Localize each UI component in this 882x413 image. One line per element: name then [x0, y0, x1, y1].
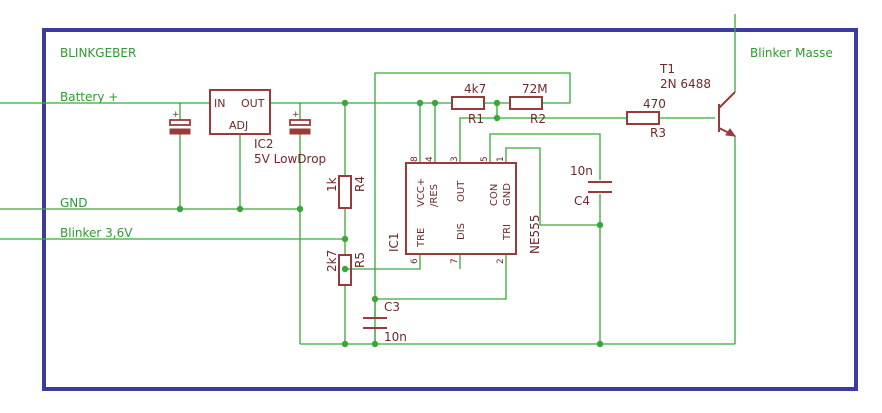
ic1-pin-out: OUT — [456, 180, 467, 202]
ic2-ref: IC2 — [254, 137, 274, 151]
ic2-pin-in: IN — [214, 97, 225, 110]
cap-right-plate-top — [289, 119, 311, 126]
junction-dot — [493, 114, 501, 122]
junction-dot — [371, 340, 379, 348]
ic1-pin-dis: DIS — [456, 223, 467, 240]
blinker-masse-label: Blinker Masse — [750, 46, 833, 60]
ic1-pin-tre: TRE — [416, 228, 427, 248]
resistor-r5[interactable] — [338, 254, 352, 286]
ic1-pin-res: /RES — [429, 184, 440, 207]
ic2-value: 5V LowDrop — [254, 152, 326, 166]
ic1-ref: IC1 — [387, 232, 401, 252]
ic1-pin-number: 3 — [450, 156, 460, 162]
c4-value: 10n — [570, 164, 593, 178]
wires — [0, 14, 736, 345]
junction-dot — [341, 99, 349, 107]
r4-ref: R4 — [353, 176, 367, 192]
ic1-pin-number: 1 — [496, 156, 506, 162]
capacitor-electrolytic-left[interactable]: + — [169, 110, 191, 135]
blinker36-label: Blinker 3,6V — [60, 226, 133, 240]
r1-ref: R1 — [468, 112, 484, 126]
r5-body — [338, 254, 352, 286]
r4-value: 1k — [325, 177, 339, 192]
transistor-t1[interactable] — [718, 91, 737, 137]
junction-dot — [296, 205, 304, 213]
cap-right-plus: + — [292, 110, 300, 120]
ic1-pin-gnd: GND — [502, 183, 513, 206]
junction-dot — [176, 205, 184, 213]
junction-dot — [416, 99, 424, 107]
c4-ref: C4 — [574, 194, 590, 208]
r3-value: 470 — [643, 97, 666, 111]
ic2-body — [209, 89, 271, 135]
title-label: BLINKGEBER — [60, 46, 136, 60]
ic1-pin-number: 4 — [425, 156, 435, 162]
junction-dot — [493, 99, 501, 107]
r2-body — [509, 96, 543, 110]
ic1-pin-number: 5 — [480, 156, 490, 162]
t1-collector-leg — [718, 91, 736, 109]
r2-ref: R2 — [530, 112, 546, 126]
ic2-regulator[interactable]: IN OUT ADJ — [209, 89, 271, 135]
c3-ref: C3 — [384, 300, 400, 314]
ic1-pin-number: 6 — [410, 258, 420, 264]
junction-dot — [341, 235, 349, 243]
ic1-value: NE555 — [528, 215, 542, 254]
r2-value: 72M — [522, 82, 548, 96]
resistor-r3[interactable] — [626, 111, 660, 125]
capacitor-c4[interactable] — [588, 181, 612, 193]
cap-left-plus: + — [172, 110, 180, 120]
wire-pin6 — [345, 254, 421, 270]
junction-dot — [596, 221, 604, 229]
ic1-body — [405, 162, 517, 255]
gnd-label: GND — [60, 196, 88, 210]
resistor-r1[interactable] — [451, 96, 485, 110]
wire-pin5 — [489, 133, 601, 180]
cap-left-plate-top — [169, 119, 191, 126]
wire-pin1 — [505, 147, 600, 226]
resistor-r2[interactable] — [509, 96, 543, 110]
ic1-ne555[interactable]: TRE VCC+ /RES OUT CON GND DIS TRI 8 4 3 … — [405, 156, 517, 264]
ic2-pin-adj: ADJ — [229, 119, 248, 132]
r4-body — [338, 175, 352, 209]
junction-dot — [596, 340, 604, 348]
t1-emitter-arrow — [725, 128, 737, 137]
junction-dot — [371, 295, 379, 303]
c3-value: 10n — [384, 330, 407, 344]
r5-value: 2k7 — [325, 250, 339, 272]
cap-right-plate-bottom — [289, 128, 311, 135]
r1-value: 4k7 — [464, 82, 486, 96]
ic2-pin-out: OUT — [241, 97, 265, 110]
t1-value: 2N 6488 — [660, 77, 711, 91]
ic1-pin-number: 7 — [450, 258, 460, 264]
cap-left-plate-bottom — [169, 128, 191, 135]
wire-pin2 — [375, 254, 507, 300]
junction-dot — [341, 340, 349, 348]
capacitor-c3[interactable] — [363, 317, 387, 329]
r1-body — [451, 96, 485, 110]
ic1-pin-vcc: VCC+ — [416, 178, 427, 207]
ic1-pin-tri: TRI — [502, 224, 513, 241]
ic1-pin-con: CON — [489, 184, 500, 206]
wire-loop-top — [374, 72, 571, 344]
junction-dot — [341, 265, 349, 273]
r3-ref: R3 — [650, 126, 666, 140]
battery-label: Battery + — [60, 90, 118, 104]
junction-dots — [176, 99, 604, 348]
ic1-pin-number: 2 — [496, 258, 506, 264]
ic1-pin-number: 8 — [410, 156, 420, 162]
junction-dot — [431, 99, 439, 107]
wire-pin3 — [459, 117, 627, 163]
junction-dot — [236, 205, 244, 213]
r3-body — [626, 111, 660, 125]
t1-ref: T1 — [659, 62, 675, 76]
capacitor-electrolytic-right[interactable]: + — [289, 110, 311, 135]
resistor-r4[interactable] — [338, 175, 352, 209]
r5-ref: R5 — [353, 252, 367, 268]
